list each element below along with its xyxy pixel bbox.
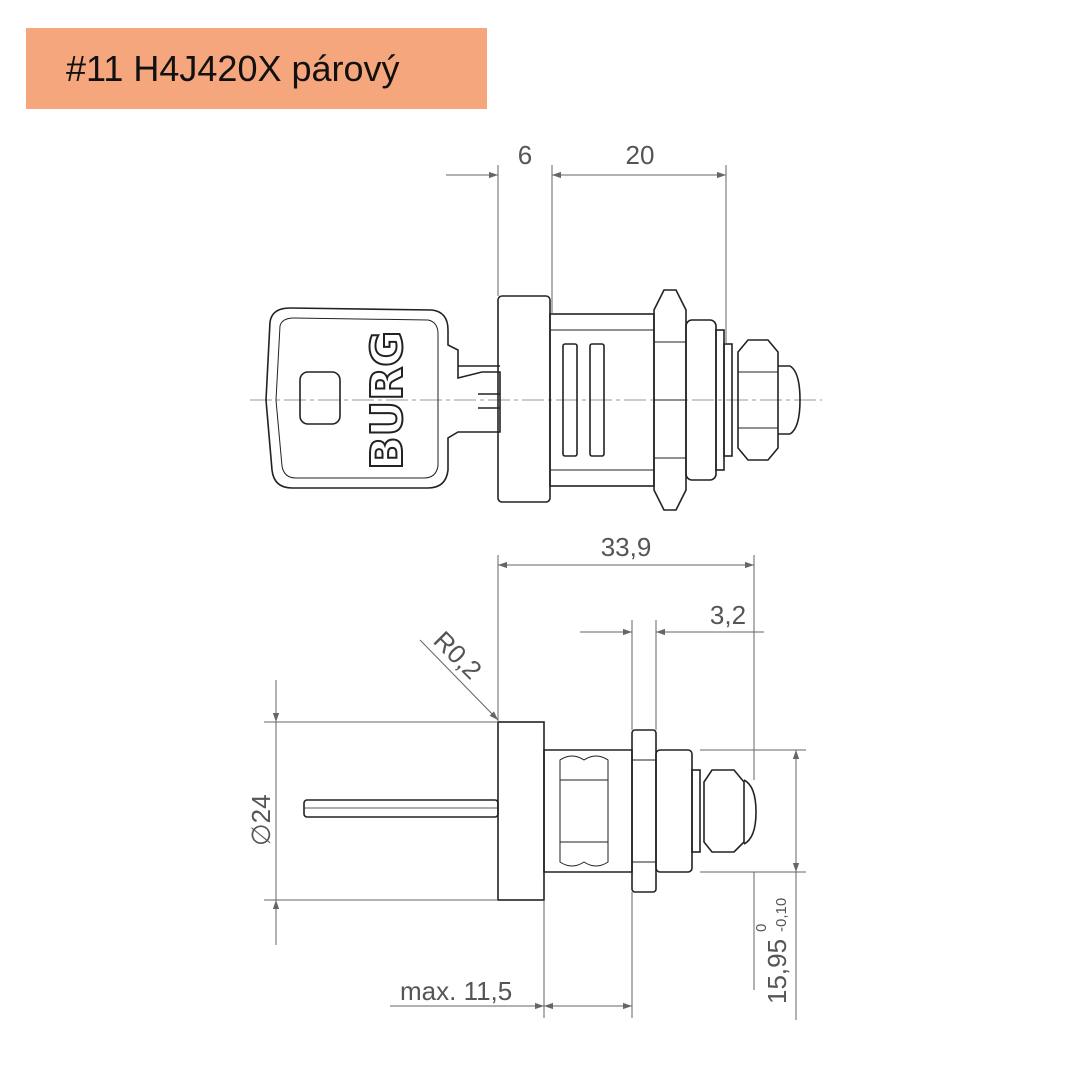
key-head: BURG [265, 307, 501, 489]
side-dimensions [264, 555, 806, 1020]
dim-thread-label: 15,95 [762, 939, 792, 1004]
dim-diameter-label: ∅24 [246, 794, 276, 846]
nut-side [631, 729, 657, 893]
top-dimensions [446, 165, 727, 344]
title-text: #11 H4J420X párový [66, 47, 400, 89]
dim-radius-label: R0,2 [428, 625, 488, 685]
dim-20-label: 20 [626, 140, 655, 170]
lock-body-top [497, 289, 801, 511]
key-blade [303, 799, 499, 818]
title-banner: #11 H4J420X párový [26, 28, 487, 109]
front-flange [497, 721, 545, 901]
side-view [264, 555, 806, 1020]
dim-thread-tol-upper: 0 [753, 924, 770, 932]
key-hole-icon [299, 371, 341, 425]
dim-thread-group: 15,95 0 -0,10 [753, 898, 792, 1004]
dim-max-label: max. 11,5 [400, 976, 512, 1006]
key-logo: BURG [362, 331, 413, 470]
dim-6-label: 6 [518, 140, 532, 170]
dim-thread-tol-lower: -0,10 [773, 898, 790, 932]
dim-diameter-value: 24 [246, 794, 276, 823]
dim-overall-label: 33,9 [601, 532, 652, 562]
top-view: BURG [250, 165, 822, 511]
cylinder-side [543, 749, 633, 873]
dim-collar-label: 3,2 [710, 600, 746, 630]
tail-nut [703, 769, 745, 853]
